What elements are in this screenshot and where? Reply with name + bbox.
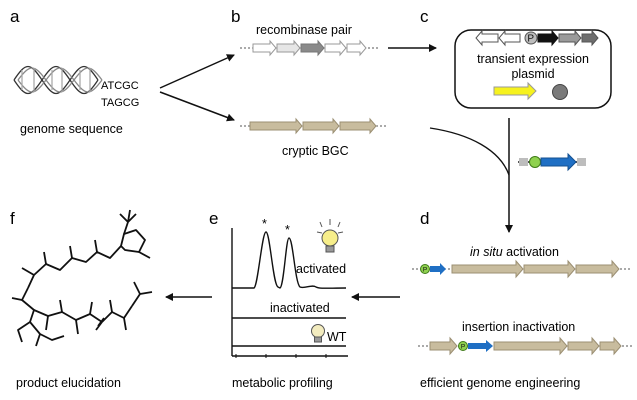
plasmid-promoter-label: P xyxy=(527,34,534,45)
lightbulb-lit-icon xyxy=(316,219,344,253)
panel-d-letter: d xyxy=(420,209,429,228)
chemical-structure xyxy=(11,209,153,347)
inactivated-label: inactivated xyxy=(270,301,330,315)
inactivation-promoter-label: P xyxy=(461,344,465,351)
panel-f-letter: f xyxy=(10,209,15,228)
dna-helix-icon xyxy=(13,65,103,95)
panel-a-caption: genome sequence xyxy=(20,122,123,136)
plasmid-genes xyxy=(475,29,599,101)
plasmid-label-line1: transient expression xyxy=(477,52,589,66)
insitu-activation-label: in situ activation xyxy=(470,245,559,259)
recombination-curve xyxy=(429,127,510,176)
peak-star-1: * xyxy=(262,217,267,231)
activated-trace xyxy=(232,231,347,289)
panel-e-letter: e xyxy=(209,209,218,228)
chromatogram-panel xyxy=(231,228,348,358)
dna-top-strand: ATCGC xyxy=(101,80,139,92)
activated-label: activated xyxy=(296,262,346,276)
panel-a-letter: a xyxy=(10,7,20,26)
panel-e-caption: metabolic profiling xyxy=(232,376,333,390)
panel-b-letter: b xyxy=(231,7,240,26)
insertion-inactivation-label: insertion inactivation xyxy=(462,320,575,334)
cryptic-bgc xyxy=(240,117,388,135)
lightbulb-dim-icon xyxy=(311,324,325,343)
wt-label: WT xyxy=(327,330,347,344)
panel-c-letter: c xyxy=(420,7,429,26)
arrow-icon xyxy=(159,54,235,89)
recombinase-pair-label: recombinase pair xyxy=(256,23,352,37)
pcr-product xyxy=(518,152,586,172)
panel-f-caption: product elucidation xyxy=(16,376,121,390)
insitu-activation-construct xyxy=(412,259,632,279)
dna-bottom-strand: TAGCG xyxy=(101,97,139,109)
insitu-promoter-label: P xyxy=(423,267,427,274)
cryptic-bgc-label: cryptic BGC xyxy=(282,144,349,158)
arrow-icon xyxy=(159,91,235,122)
panel-d-caption: efficient genome engineering xyxy=(420,376,580,390)
recombinase-pair-genes xyxy=(240,39,378,57)
peak-star-2: * xyxy=(285,223,290,237)
plasmid-circle xyxy=(454,29,612,109)
insertion-inactivation-construct xyxy=(418,336,632,356)
plasmid-label-line2: plasmid xyxy=(511,67,554,81)
